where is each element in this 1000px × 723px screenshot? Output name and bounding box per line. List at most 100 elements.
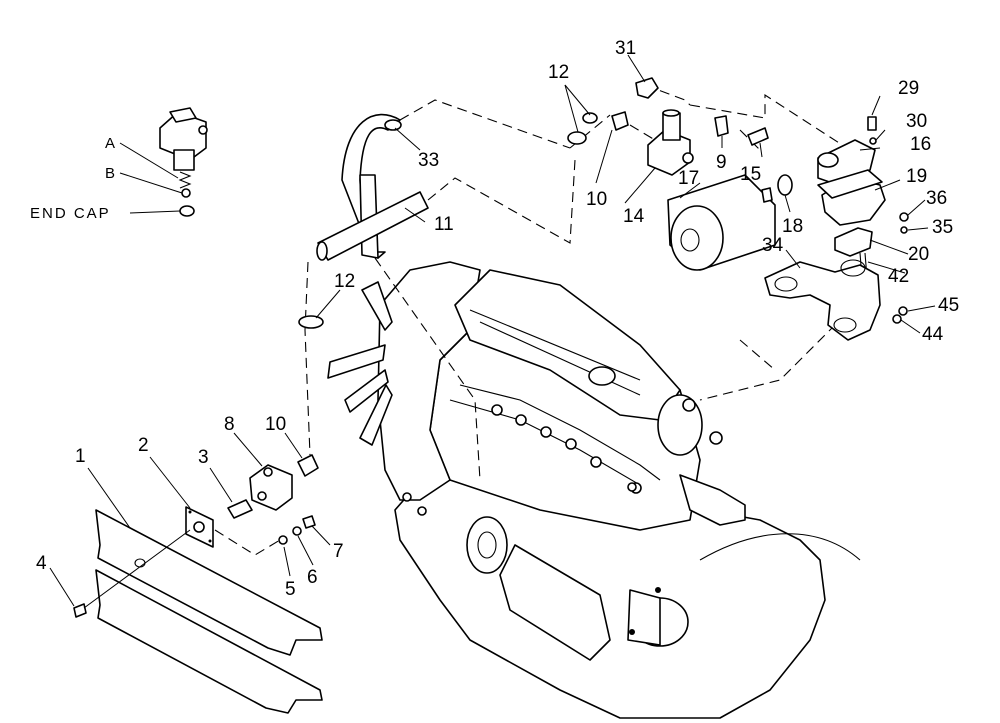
manifold-port — [840, 259, 866, 277]
callout-4: 4 — [36, 553, 47, 574]
washer-5 — [278, 535, 288, 545]
leader-lines — [49, 54, 936, 607]
fan-blade — [344, 369, 389, 413]
engine-assembly — [377, 261, 861, 719]
manifold-port — [774, 276, 798, 292]
callout-5: 5 — [285, 579, 296, 600]
leader-45 — [907, 305, 936, 312]
crank-pulley-hub — [477, 531, 497, 559]
leader-15 — [759, 142, 763, 158]
filter-canister-end — [670, 205, 724, 271]
hose-clamp-12-left — [298, 315, 324, 329]
bolt-axis — [83, 529, 191, 609]
starter-body — [499, 544, 611, 661]
stud — [417, 506, 427, 516]
callout-30: 30 — [906, 111, 927, 132]
clamp-18 — [777, 174, 793, 196]
block-bolt — [565, 438, 577, 450]
inset-spring — [178, 171, 192, 189]
nut-36 — [899, 212, 909, 222]
exhaust-outlet — [679, 474, 746, 526]
callout-10-top: 10 — [586, 189, 607, 210]
leader-30 — [875, 129, 886, 141]
nut-7 — [302, 515, 316, 529]
route-line — [214, 529, 281, 556]
bolt-4 — [73, 603, 87, 618]
valve-14-cap — [662, 109, 680, 117]
bolt-29 — [867, 116, 877, 131]
route-line — [399, 99, 571, 149]
washer-30 — [869, 137, 877, 145]
callout-29: 29 — [898, 78, 919, 99]
leader-19 — [874, 179, 901, 191]
inset-label-a: A — [105, 135, 117, 152]
callout-labels: 1 2 3 4 5 6 7 8 10 12 11 33 12 31 10 14 … — [36, 38, 959, 600]
callout-10-left: 10 — [265, 414, 286, 435]
washer-35 — [900, 226, 908, 234]
block-bolt — [540, 426, 552, 438]
leader-31 — [627, 54, 646, 83]
nipple-15 — [747, 127, 769, 146]
route-line — [304, 261, 311, 456]
fitting-9 — [714, 115, 729, 137]
callout-34: 34 — [762, 235, 784, 256]
cooling-fan — [327, 281, 393, 446]
leader-b — [119, 172, 183, 194]
leader-35 — [907, 227, 929, 231]
fan-blade — [359, 384, 393, 446]
manifold-port — [833, 317, 857, 333]
flywheel-housing-edge — [699, 533, 861, 561]
callout-36: 36 — [926, 188, 947, 209]
valve-14-post — [662, 112, 681, 141]
leader-12-top — [564, 84, 591, 116]
leader-20 — [869, 239, 909, 255]
leader-5 — [283, 546, 291, 577]
inset-valve-port — [198, 125, 208, 135]
leader-12-left — [315, 289, 341, 319]
leader-1 — [87, 467, 131, 529]
inset-valve-stem — [173, 149, 195, 171]
callout-7: 7 — [333, 541, 344, 562]
stud — [627, 482, 637, 492]
fan-blade — [327, 344, 386, 379]
thermostat-bolt — [709, 431, 723, 445]
block-bolt — [491, 404, 503, 416]
inset-end-cap — [179, 205, 195, 217]
callout-35: 35 — [932, 217, 953, 238]
washer-6 — [292, 526, 302, 536]
leader-12-top — [564, 84, 579, 133]
starter-bracket — [627, 589, 661, 646]
leader-44 — [900, 319, 921, 334]
callout-2: 2 — [138, 435, 149, 456]
callout-17: 17 — [678, 168, 699, 189]
callout-12-top: 12 — [548, 62, 569, 83]
nut-45 — [898, 306, 908, 316]
valve-cover-rib — [469, 309, 641, 381]
starter-bolt — [655, 587, 661, 593]
leader-33 — [394, 127, 421, 151]
housing-19-top — [817, 169, 883, 199]
callout-9: 9 — [716, 152, 727, 173]
block-bolt — [590, 456, 602, 468]
stud — [402, 492, 412, 502]
starter-bolt — [629, 629, 635, 635]
valve-cover-rib — [479, 321, 641, 396]
nipple-3 — [227, 499, 253, 519]
intake-manifold — [459, 384, 661, 481]
filter-outlet — [761, 187, 773, 203]
callout-18: 18 — [782, 216, 803, 237]
callout-1: 1 — [75, 446, 86, 467]
elbow-fitting-10 — [611, 111, 629, 131]
route-line — [689, 93, 851, 151]
callout-8: 8 — [224, 414, 235, 435]
leader-end-cap — [129, 210, 181, 214]
leader-4 — [49, 567, 75, 607]
leader-36 — [907, 199, 926, 216]
route-line — [374, 257, 481, 481]
leader-2 — [149, 456, 191, 509]
leader-11 — [404, 207, 426, 223]
leader-29 — [871, 95, 881, 116]
hose-clamp-12 — [582, 112, 598, 124]
